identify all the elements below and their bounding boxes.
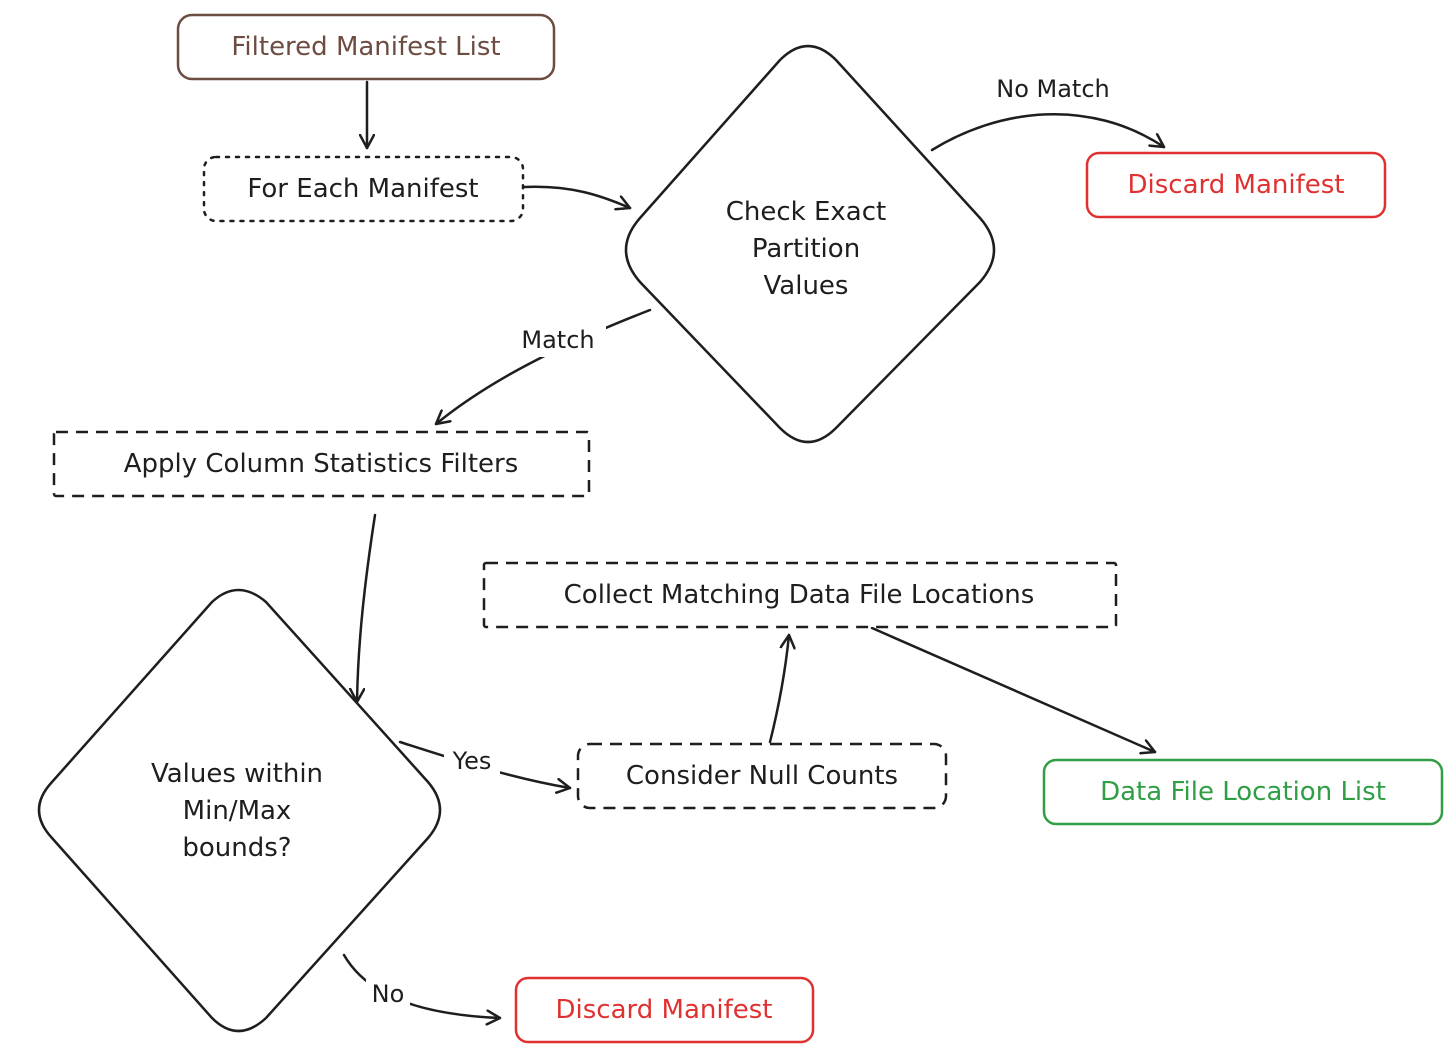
node-check-partition-decision: Check Exact Partition Values: [624, 44, 996, 444]
node-consider-null-counts: Consider Null Counts: [576, 742, 948, 810]
discard-manifest-top-label: Discard Manifest: [1128, 170, 1345, 200]
node-collect-locations: Collect Matching Data File Locations: [482, 561, 1118, 629]
filtered-manifest-list-label: Filtered Manifest List: [231, 32, 500, 62]
values-within-bounds-label: bounds?: [182, 833, 291, 863]
check-partition-label: Values: [764, 271, 849, 301]
edge-label-no: No: [372, 980, 405, 1008]
apply-column-stats-label: Apply Column Statistics Filters: [124, 449, 519, 479]
node-apply-column-stats: Apply Column Statistics Filters: [52, 430, 591, 498]
edge-check-to-apply: [434, 308, 652, 426]
edge-labels: No Match Match Yes No: [366, 72, 1126, 1010]
check-partition-label: Partition: [752, 234, 860, 264]
collect-locations-label: Collect Matching Data File Locations: [564, 580, 1035, 610]
consider-null-counts-label: Consider Null Counts: [626, 761, 898, 791]
node-for-each-manifest: For Each Manifest: [202, 155, 525, 223]
data-file-location-list-label: Data File Location List: [1100, 777, 1386, 807]
values-within-bounds-label: Min/Max: [183, 796, 292, 826]
node-filtered-manifest-list: Filtered Manifest List: [176, 13, 556, 81]
edge-apply-to-values: [357, 513, 377, 704]
edge-foreach-to-check: [522, 185, 632, 208]
edge-collect-to-datalist: [870, 626, 1157, 752]
for-each-manifest-label: For Each Manifest: [247, 174, 478, 204]
check-partition-label: Check Exact: [726, 197, 886, 227]
edge-label-no-match: No Match: [996, 75, 1110, 103]
node-discard-manifest-bottom: Discard Manifest: [514, 976, 815, 1044]
node-data-file-location-list: Data File Location List: [1042, 758, 1444, 826]
node-discard-manifest-top: Discard Manifest: [1085, 151, 1387, 219]
edge-label-yes: Yes: [452, 747, 492, 775]
discard-manifest-bottom-label: Discard Manifest: [556, 995, 773, 1025]
node-values-within-bounds-decision: Values within Min/Max bounds?: [37, 588, 442, 1033]
edge-check-to-discard: [930, 112, 1166, 152]
edge-null-to-collect: [768, 633, 789, 744]
values-within-bounds-label: Values within: [151, 759, 323, 789]
edge-label-match: Match: [521, 326, 594, 354]
